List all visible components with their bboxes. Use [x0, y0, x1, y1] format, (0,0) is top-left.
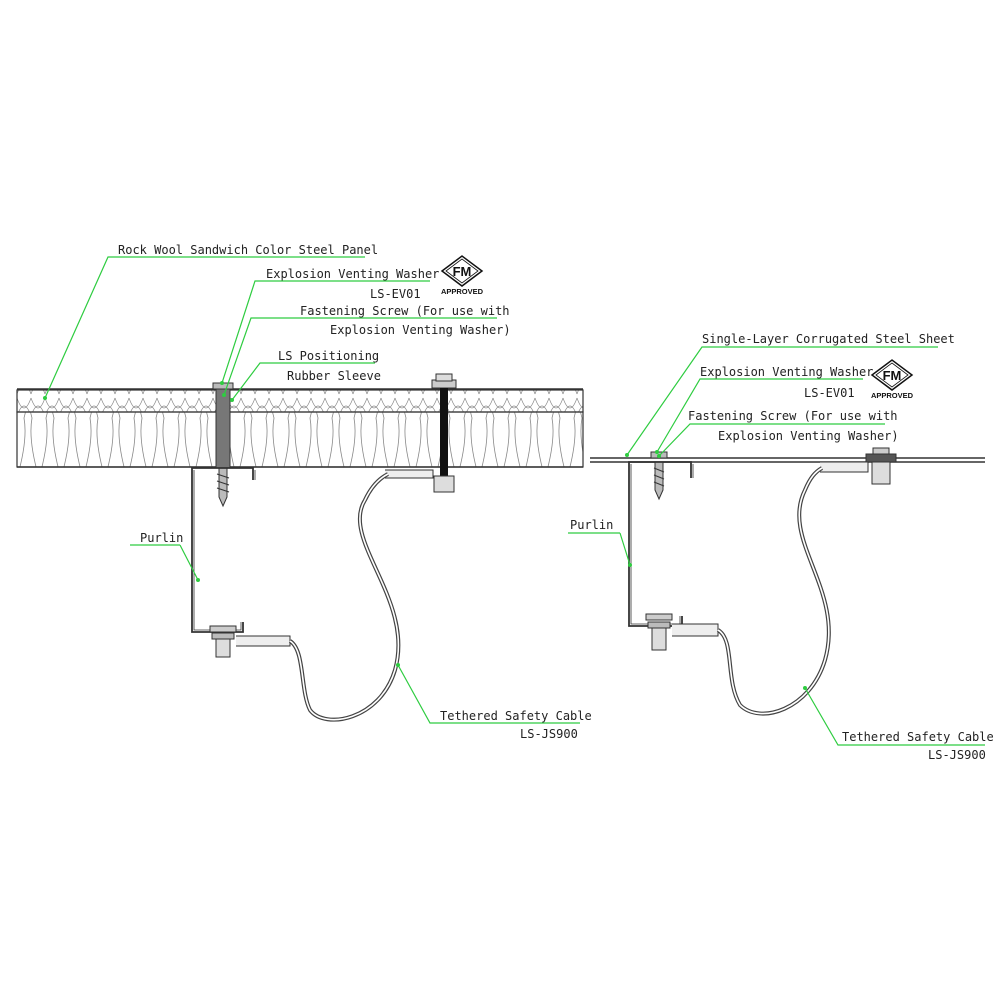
sandwich-panel — [16, 388, 584, 468]
label-right-purlin: Purlin — [570, 518, 613, 532]
label-left-purlin: Purlin — [140, 531, 183, 545]
label-left-cable: Tethered Safety Cable — [440, 709, 592, 723]
label-left-screw-2: Explosion Venting Washer) — [330, 323, 511, 337]
purlin-bolt — [209, 625, 237, 658]
right-safety-cable — [716, 466, 831, 716]
label-sleeve-1: LS Positioning — [278, 349, 379, 363]
approved-text-left: APPROVED — [441, 287, 484, 296]
right-detail — [590, 447, 985, 716]
leader-lines — [44, 256, 985, 746]
label-left-cable-code: LS-JS900 — [520, 727, 578, 741]
approved-text-right: APPROVED — [871, 391, 914, 400]
label-left-screw-1: Fastening Screw (For use with — [300, 304, 510, 318]
left-safety-cable — [288, 472, 401, 722]
right-fastening-screw — [650, 451, 668, 501]
label-right-screw-1: Fastening Screw (For use with — [688, 409, 898, 423]
label-corrugated-sheet: Single-Layer Corrugated Steel Sheet — [702, 332, 955, 346]
right-purlin-bolt — [645, 613, 673, 651]
through-bolt — [431, 373, 457, 493]
label-left-washer-code: LS-EV01 — [370, 287, 421, 301]
fm-approved-badge-left: FM APPROVED — [440, 255, 484, 296]
label-right-cable: Tethered Safety Cable — [842, 730, 994, 744]
label-sleeve-2: Rubber Sleeve — [287, 369, 381, 383]
fm-approved-badge-right: FM APPROVED — [870, 359, 914, 400]
right-sheet-bolt — [865, 447, 897, 485]
label-right-washer-code: LS-EV01 — [804, 386, 855, 400]
fm-text-left: FM — [453, 264, 472, 279]
left-detail — [16, 373, 584, 722]
label-rock-wool-panel: Rock Wool Sandwich Color Steel Panel — [118, 243, 378, 257]
label-right-cable-code: LS-JS900 — [928, 748, 986, 762]
fastening-screw — [212, 382, 234, 508]
left-purlin — [191, 467, 254, 633]
fm-text-right: FM — [883, 368, 902, 383]
leader-dots — [43, 381, 807, 690]
label-left-washer: Explosion Venting Washer — [266, 267, 439, 281]
label-right-screw-2: Explosion Venting Washer) — [718, 429, 899, 443]
label-right-washer: Explosion Venting Washer — [700, 365, 873, 379]
